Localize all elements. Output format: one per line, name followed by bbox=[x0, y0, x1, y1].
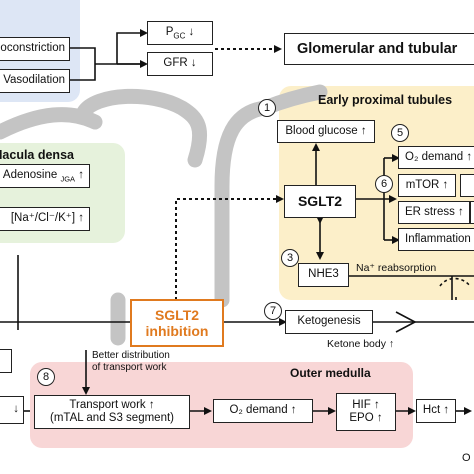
inflammation-box: Inflammation ↑ bbox=[398, 228, 474, 251]
step-3-badge: 3 bbox=[281, 249, 299, 267]
adenosine-box: Adenosine JGA ↑ bbox=[0, 164, 90, 188]
blood-glucose-box: Blood glucose ↑ bbox=[277, 120, 375, 143]
step-1-badge: 1 bbox=[258, 99, 276, 117]
left-partial-box: ↓ bbox=[0, 396, 24, 424]
o2-demand-bottom-box: O₂ demand ↑ bbox=[213, 399, 313, 423]
step-8-badge: 8 bbox=[37, 368, 55, 386]
hif-epo-box: HIF ↑ EPO ↑ bbox=[336, 393, 396, 431]
outer-medulla-title: Outer medulla bbox=[290, 366, 371, 380]
left-mid-partial-box bbox=[0, 349, 12, 373]
glomerular-box: Glomerular and tubular bbox=[284, 33, 474, 65]
sglt2-inhibition-line2: inhibition bbox=[145, 323, 209, 339]
mtor-box: mTOR ↑ bbox=[398, 174, 456, 197]
vasodilation-box: Vasodilation bbox=[0, 69, 70, 93]
ketogenesis-box: Ketogenesis bbox=[285, 310, 373, 334]
bottom-right-partial-label: O bbox=[462, 452, 471, 464]
ketone-body-label: Ketone body ↑ bbox=[327, 338, 395, 350]
mtor-side-box bbox=[460, 174, 474, 197]
pgc-text: PGC ↓ bbox=[165, 25, 195, 41]
er-side-box bbox=[470, 201, 474, 224]
macula-densa-title: Macula densa bbox=[0, 148, 74, 162]
hct-box: Hct ↑ bbox=[416, 399, 456, 423]
transport-work-line1: Transport work ↑ bbox=[69, 398, 155, 411]
nhe3-box: NHE3 bbox=[298, 263, 349, 287]
sglt2-box: SGLT2 bbox=[284, 185, 356, 218]
adenosine-text: Adenosine JGA ↑ bbox=[2, 168, 84, 183]
step-6-badge: 6 bbox=[375, 175, 393, 193]
transport-work-box: Transport work ↑ (mTAL and S3 segment) bbox=[34, 395, 190, 429]
epo-text: EPO ↑ bbox=[349, 412, 383, 424]
na-reabsorption-label: Na⁺ reabsorption bbox=[356, 262, 437, 274]
o2-demand-top-box: O₂ demand ↑ bbox=[398, 146, 474, 169]
sglt2-inhibition-box: SGLT2 inhibition bbox=[130, 299, 224, 347]
step-5-badge: 5 bbox=[391, 124, 409, 142]
ion-concentration-box: [Na⁺/Cl⁻/K⁺] ↑ bbox=[0, 207, 90, 231]
er-stress-box: ER stress ↑ bbox=[398, 201, 470, 224]
vasoconstriction-box: Vasoconstriction bbox=[0, 37, 70, 61]
gfr-box: GFR ↓ bbox=[147, 52, 213, 76]
sglt2-inhibition-line1: SGLT2 bbox=[154, 306, 200, 323]
tubule-shapes bbox=[0, 84, 328, 346]
early-proximal-title: Early proximal tubules bbox=[318, 93, 453, 107]
hif-text: HIF ↑ bbox=[352, 398, 380, 411]
transport-work-line2: (mTAL and S3 segment) bbox=[50, 412, 174, 424]
better-distribution-line1: Better distribution bbox=[92, 350, 170, 361]
step-7-badge: 7 bbox=[264, 302, 282, 320]
pgc-box: PGC ↓ bbox=[147, 21, 213, 45]
better-distribution-line2: of transport work bbox=[92, 362, 167, 373]
